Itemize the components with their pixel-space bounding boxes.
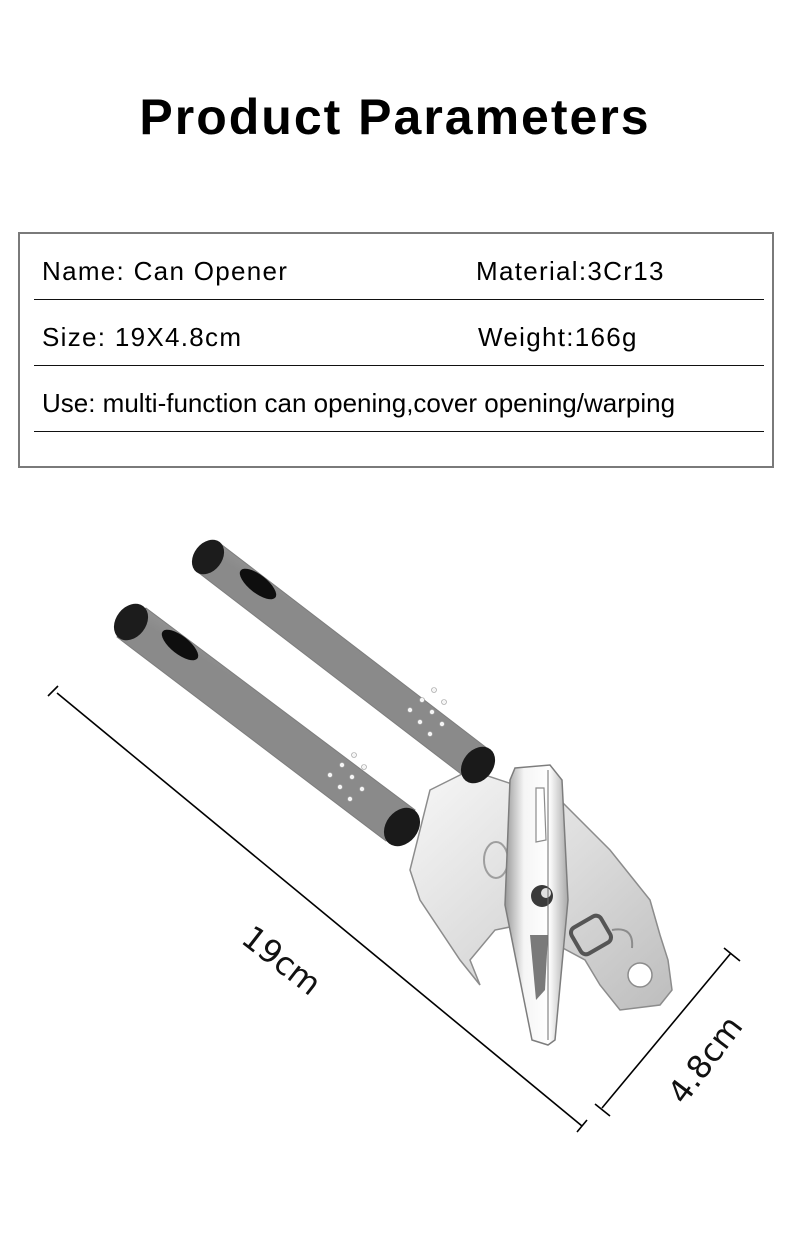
parameters-row-2: Size: 19X4.8cm Weight:166g: [34, 300, 764, 366]
page-title: Product Parameters: [139, 89, 651, 145]
param-name: Name: Can Opener: [42, 256, 289, 286]
handle-lower: [113, 603, 421, 847]
parameters-table: Name: Can Opener Material:3Cr13 Size: 19…: [18, 232, 774, 468]
dimension-line-width: [594, 947, 741, 1117]
opener-blade: [504, 764, 569, 1046]
parameters-row-3: Use: multi-function can opening,cover op…: [34, 366, 764, 432]
handle-upper: [191, 539, 496, 784]
parameters-row-1: Name: Can Opener Material:3Cr13: [34, 234, 764, 300]
param-weight: Weight:166g: [478, 322, 638, 352]
dimension-line-length: [47, 685, 588, 1133]
param-use: Use: multi-function can opening,cover op…: [42, 388, 676, 418]
param-size: Size: 19X4.8cm: [42, 322, 243, 352]
param-material: Material:3Cr13: [476, 256, 665, 286]
